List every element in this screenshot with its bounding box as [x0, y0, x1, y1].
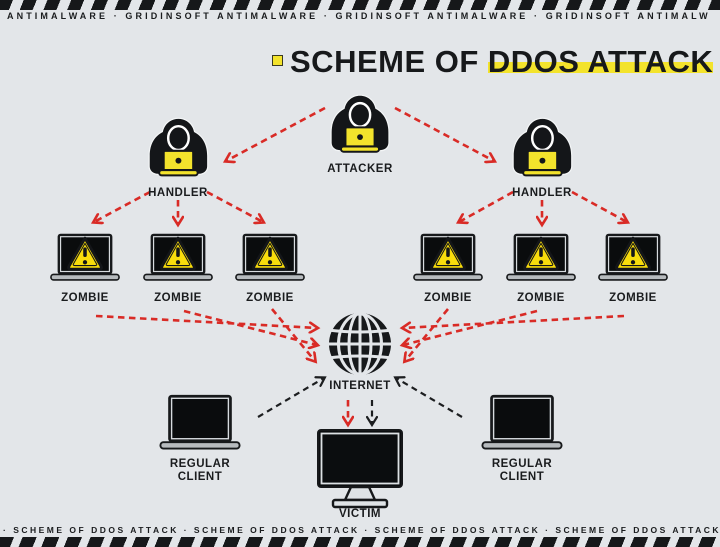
- handler-left-label: HANDLER: [148, 187, 208, 199]
- regular-client-label: REGULAR: [170, 458, 231, 470]
- arrow-attacker-to-handler-left: [226, 106, 326, 161]
- zombie-laptop-icon: [236, 234, 304, 280]
- zombie-laptop-icon: [144, 234, 212, 280]
- regular-client-label: CLIENT: [500, 471, 545, 483]
- zombie-laptop-icon: [51, 234, 119, 280]
- arrow-clientR-to-internet: [396, 378, 463, 418]
- handler-left-icon: [148, 117, 209, 177]
- arrow-handlerL-to-zombie3: [206, 190, 263, 222]
- zombie-label: ZOMBIE: [246, 292, 294, 304]
- arrow-handlerL-to-zombie1: [94, 190, 151, 222]
- arrow-handlerR-to-zombie4: [459, 190, 514, 222]
- arrow-zombie3-to-internet: [270, 308, 315, 361]
- red-attack-arrows: [94, 106, 627, 424]
- zombie-label: ZOMBIE: [154, 292, 202, 304]
- arrow-zombie1-to-internet: [95, 314, 317, 328]
- zombie-laptop-icon: [599, 234, 667, 280]
- attacker-label: ATTACKER: [327, 163, 393, 175]
- arrow-attacker-to-handler-right: [394, 106, 494, 161]
- internet-label: INTERNET: [329, 380, 391, 392]
- victim-label: VICTIM: [339, 508, 381, 520]
- zombie-label: ZOMBIE: [61, 292, 109, 304]
- arrow-handlerR-to-zombie6: [571, 190, 627, 222]
- arrow-zombie6-to-internet: [403, 314, 625, 328]
- page-title: SCHEME OF DDOS ATTACK: [290, 44, 714, 79]
- title-prefix: SCHEME OF: [290, 44, 488, 79]
- title-highlight: DDOS ATTACK: [487, 44, 714, 79]
- title-bullet-icon: [272, 55, 283, 66]
- zombie-label: ZOMBIE: [517, 292, 565, 304]
- regular-client-laptop-icon: [481, 393, 563, 450]
- zombie-laptop-icon: [507, 234, 575, 280]
- zombie-label: ZOMBIE: [424, 292, 472, 304]
- arrow-zombie4-to-internet: [405, 308, 450, 361]
- victim-monitor-icon: [316, 428, 404, 509]
- attacker-icon: [330, 94, 390, 153]
- top-banner-text: ANTIMALWARE · GRIDINSOFT ANTIMALWARE · G…: [7, 11, 711, 21]
- regular-client-label: CLIENT: [178, 471, 223, 483]
- hazard-stripes-top: [0, 0, 720, 10]
- internet-globe-icon: [324, 308, 396, 380]
- zombie-laptop-icon: [414, 234, 482, 280]
- regular-client-laptop-icon: [159, 393, 241, 450]
- black-traffic-arrows: [257, 378, 463, 424]
- regular-client-label: REGULAR: [492, 458, 553, 470]
- handler-right-label: HANDLER: [512, 187, 572, 199]
- bottom-banner-text: · SCHEME OF DDOS ATTACK · SCHEME OF DDOS…: [3, 525, 720, 535]
- zombie-label: ZOMBIE: [609, 292, 657, 304]
- arrow-zombie5-to-internet: [403, 309, 538, 345]
- arrow-zombie2-to-internet: [183, 309, 317, 345]
- arrow-clientL-to-internet: [257, 378, 324, 418]
- handler-right-icon: [512, 117, 573, 177]
- hazard-stripes-bottom: [0, 537, 720, 547]
- title-row: SCHEME OF DDOS ATTACK: [272, 44, 714, 79]
